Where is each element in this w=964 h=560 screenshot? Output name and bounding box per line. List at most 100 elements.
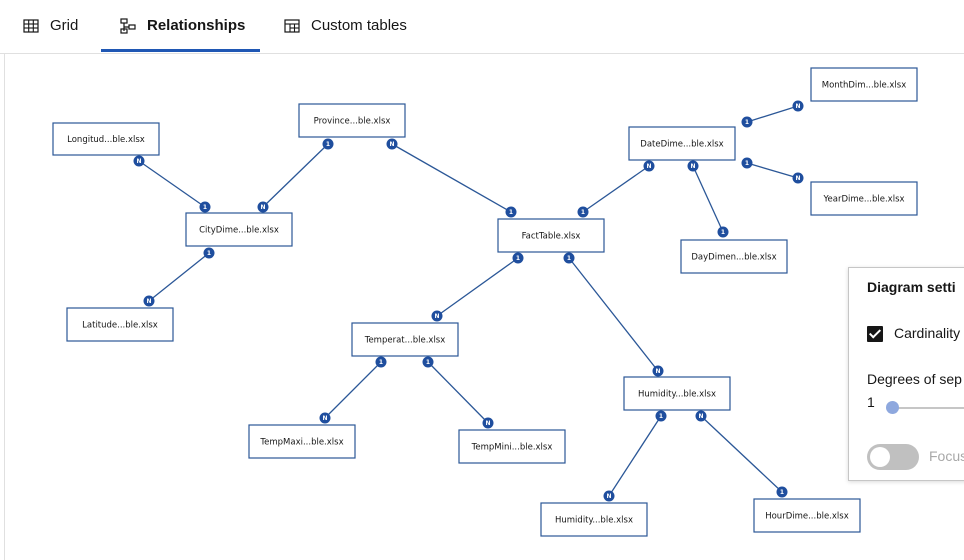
tab-relationships-label: Relationships	[147, 17, 246, 34]
cardinality-badge: N	[792, 100, 804, 112]
table-node-tempmax[interactable]: TempMaxi...ble.xlsx	[248, 424, 356, 459]
relationship-line-fact-temperature[interactable]	[436, 257, 519, 317]
focus-label: Focus	[929, 448, 964, 464]
cardinality-badge: N	[792, 172, 804, 184]
cardinality-badge: 1	[322, 138, 334, 150]
table-node-label: Humidity...ble.xlsx	[638, 390, 716, 400]
relationship-diagram: Longitud...ble.xlsx Province...ble.xlsxCi…	[52, 67, 918, 537]
cardinality-text: N	[322, 415, 327, 422]
relationship-line-temperature-tempmax[interactable]	[324, 361, 382, 419]
custom-tables-icon	[283, 17, 301, 35]
cardinality-badge: N	[482, 417, 494, 429]
cardinality-checkbox[interactable]	[867, 326, 883, 342]
table-node-fact[interactable]: FactTable.xlsx	[497, 218, 605, 253]
table-node-daydim[interactable]: DayDimen...ble.xlsx	[680, 239, 788, 274]
cardinality-badge: 1	[203, 247, 215, 259]
cardinality-badge: N	[386, 138, 398, 150]
relationship-line-province-fact[interactable]	[391, 143, 512, 213]
relationships-icon	[119, 17, 137, 35]
table-node-temperature[interactable]: Temperat...ble.xlsx	[351, 322, 459, 357]
table-node-label: HourDime...ble.xlsx	[765, 512, 849, 522]
table-node-datedim[interactable]: DateDime...ble.xlsx	[628, 126, 736, 161]
table-node-label: Longitud...ble.xlsx	[67, 135, 145, 145]
relationship-line-datedim-daydim[interactable]	[692, 165, 724, 233]
table-node-label: CityDime...ble.xlsx	[199, 226, 279, 236]
table-node-label: FactTable.xlsx	[522, 232, 581, 242]
relationship-line-longitude-citydim[interactable]	[138, 160, 206, 208]
cardinality-text: N	[260, 204, 265, 211]
cardinality-text: N	[690, 163, 695, 170]
diagram-settings-panel: Diagram setti Cardinality Degrees of sep…	[848, 267, 964, 481]
table-node-label: Province...ble.xlsx	[314, 117, 391, 127]
cardinality-badge: N	[133, 155, 145, 167]
cardinality-text: 1	[745, 160, 749, 167]
table-node-hourdim[interactable]: HourDime...ble.xlsx	[753, 498, 861, 533]
cardinality-text: N	[434, 313, 439, 320]
table-node-longitude[interactable]: Longitud...ble.xlsx	[52, 122, 160, 156]
cardinality-text: N	[606, 493, 611, 500]
table-node-tempmin[interactable]: TempMini...ble.xlsx	[458, 429, 566, 464]
relationship-line-datedim-fact[interactable]	[582, 165, 650, 213]
relationship-line-citydim-latitude[interactable]	[148, 252, 210, 302]
cardinality-text: 1	[203, 204, 207, 211]
cardinality-text: 1	[326, 141, 330, 148]
focus-toggle[interactable]	[867, 444, 919, 470]
relationship-line-datedim-yeardim[interactable]	[746, 162, 799, 179]
relationship-line-humidity-humidity2[interactable]	[608, 415, 662, 497]
grid-icon	[22, 17, 40, 35]
relationship-line-humidity-hourdim[interactable]	[700, 415, 783, 493]
cardinality-badge: N	[652, 365, 664, 377]
relationship-line-datedim-monthdim[interactable]	[746, 105, 799, 123]
table-node-yeardim[interactable]: YearDime...ble.xlsx	[810, 181, 918, 216]
table-node-label: Temperat...ble.xlsx	[364, 336, 446, 346]
table-node-province[interactable]: Province...ble.xlsx	[298, 103, 406, 138]
cardinality-badge: N	[257, 201, 269, 213]
table-node-latitude[interactable]: Latitude...ble.xlsx	[66, 307, 174, 342]
tab-relationships[interactable]: Relationships	[101, 0, 260, 52]
table-node-monthdim[interactable]: MonthDim...ble.xlsx	[810, 67, 918, 102]
edges-layer	[138, 105, 799, 497]
table-node-label: Latitude...ble.xlsx	[82, 321, 158, 331]
cardinality-text: 1	[659, 413, 663, 420]
cardinality-badge: N	[431, 310, 443, 322]
relationship-line-temperature-tempmin[interactable]	[427, 361, 489, 424]
degrees-slider-track[interactable]	[889, 407, 964, 409]
cardinality-badge: 1	[375, 356, 387, 368]
cardinality-text: 1	[516, 255, 520, 262]
degrees-of-separation-value: 1	[867, 394, 875, 410]
cardinality-badge: N	[687, 160, 699, 172]
cardinality-label: Cardinality	[894, 325, 961, 341]
cardinality-text: 1	[567, 255, 571, 262]
table-node-humidity[interactable]: Humidity...ble.xlsx	[623, 376, 731, 411]
table-node-label: TempMaxi...ble.xlsx	[259, 438, 343, 448]
cardinality-badge: 1	[776, 486, 788, 498]
relationship-line-fact-humidity[interactable]	[568, 257, 659, 372]
tab-grid[interactable]: Grid	[22, 0, 92, 51]
tab-grid-label: Grid	[50, 17, 79, 34]
cardinality-badge: 1	[741, 157, 753, 169]
cardinality-text: N	[698, 413, 703, 420]
cardinality-text: N	[389, 141, 394, 148]
cardinality-badge: 1	[505, 206, 517, 218]
table-node-citydim[interactable]: CityDime...ble.xlsx	[185, 212, 293, 247]
table-node-label: Humidity...ble.xlsx	[555, 516, 633, 526]
table-node-humidity2[interactable]: Humidity...ble.xlsx	[540, 502, 648, 537]
cardinality-text: N	[655, 368, 660, 375]
cardinality-badge: 1	[512, 252, 524, 264]
relationship-line-province-citydim[interactable]	[262, 143, 329, 208]
cardinality-badge: 1	[717, 226, 729, 238]
table-node-label: MonthDim...ble.xlsx	[822, 81, 906, 91]
cardinality-badge: 1	[577, 206, 589, 218]
cardinality-badge: 1	[741, 116, 753, 128]
degrees-slider-thumb[interactable]	[886, 401, 899, 414]
cardinality-badge: 1	[655, 410, 667, 422]
cardinality-badge: 1	[563, 252, 575, 264]
tab-custom-tables[interactable]: Custom tables	[283, 0, 433, 51]
table-node-label: TempMini...ble.xlsx	[471, 443, 553, 453]
cardinality-badge: 1	[422, 356, 434, 368]
cardinality-badge: N	[319, 412, 331, 424]
cardinality-text: N	[795, 175, 800, 182]
nodes-layer: Longitud...ble.xlsx Province...ble.xlsxCi…	[52, 67, 918, 537]
cardinality-text: 1	[721, 229, 725, 236]
